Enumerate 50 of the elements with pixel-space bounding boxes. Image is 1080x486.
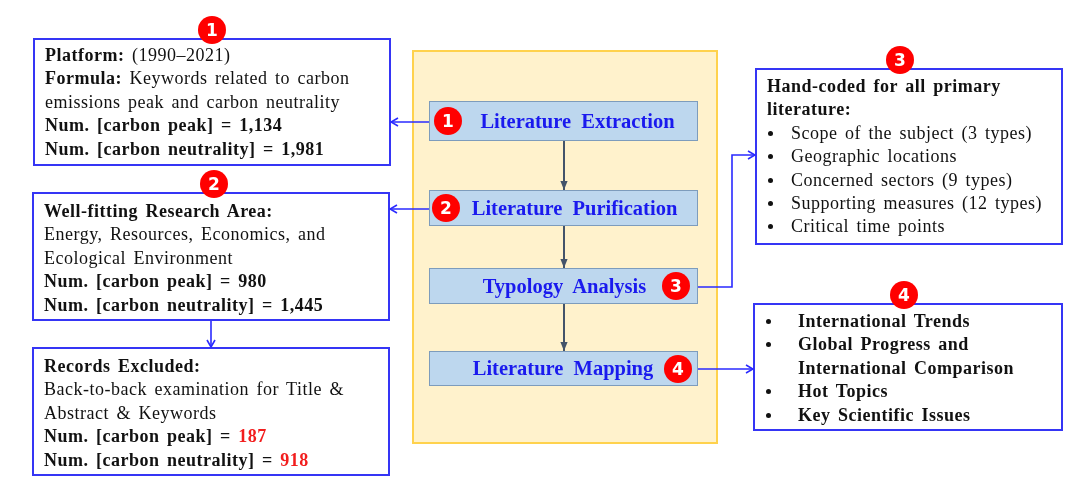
list-item: Concerned sectors (9 types) xyxy=(791,168,1013,192)
list-item: International Trends xyxy=(798,310,971,333)
arrow xyxy=(560,303,568,352)
count-value: 187 xyxy=(238,426,267,447)
list-item: Geographic locations xyxy=(791,145,957,169)
body-text: Platform: (1990–2021) xyxy=(45,44,232,67)
body-text: Num. [carbon neutrality] = 1,445 xyxy=(44,293,325,317)
process-box xyxy=(429,101,698,141)
process-box xyxy=(429,268,698,304)
number-badge: 3 xyxy=(886,46,914,74)
number-badge: 1 xyxy=(434,107,462,135)
step-label: Literature Mapping xyxy=(472,356,654,381)
list-item: Global Progress and International Comparison xyxy=(798,333,1015,380)
arrow xyxy=(560,140,568,191)
heading-text: Well-fitting Research Area: xyxy=(44,200,274,223)
number-badge: 2 xyxy=(200,170,228,198)
list-item: Critical time points xyxy=(791,215,945,239)
number-badge: 2 xyxy=(432,194,460,222)
body-text: Formula: Keywords related to carbon emissions peak and carbon neutrality xyxy=(45,67,351,114)
heading-text: Records Excluded: xyxy=(44,355,202,378)
body-text: Num. [carbon peak] = 1,134 xyxy=(45,114,284,138)
body-text: Num. [carbon neutrality] = 1,981 xyxy=(45,137,326,161)
body-text: Num. [carbon peak] = xyxy=(44,426,231,447)
step-label: Literature Purification xyxy=(471,195,678,221)
arrow xyxy=(206,320,216,348)
arrow xyxy=(697,364,754,374)
arrow xyxy=(389,204,430,214)
process-box xyxy=(429,351,698,386)
number-badge: 4 xyxy=(664,354,692,383)
list-item: Key Scientific Issues xyxy=(798,403,971,427)
body-text: Back-to-back examination for Title & Abstract & Keywords xyxy=(44,378,345,425)
body-text: Num. [carbon neutrality] = xyxy=(44,449,273,470)
list-item: Supporting measures (12 types) xyxy=(791,192,1042,216)
number-badge: 1 xyxy=(198,16,226,44)
step-label: Literature Extraction xyxy=(480,108,675,134)
body-text: Energy, Resources, Economics, and Ecological Environment xyxy=(44,223,327,270)
number-badge: 3 xyxy=(662,272,690,300)
list-item: Hot Topics xyxy=(798,380,889,404)
arrow xyxy=(697,150,756,288)
info-box xyxy=(32,347,390,476)
stage-panel xyxy=(412,50,718,444)
arrow xyxy=(390,117,430,127)
step-label: Typology Analysis xyxy=(482,273,647,299)
number-badge: 4 xyxy=(890,281,918,309)
heading-text: Hand-coded for all primary literature: xyxy=(767,75,1002,122)
arrow xyxy=(560,225,568,269)
count-value: 918 xyxy=(280,449,309,470)
body-text: Num. [carbon peak] = 980 xyxy=(44,270,268,294)
list-item: Scope of the subject (3 types) xyxy=(791,121,1032,145)
process-box xyxy=(429,190,698,226)
